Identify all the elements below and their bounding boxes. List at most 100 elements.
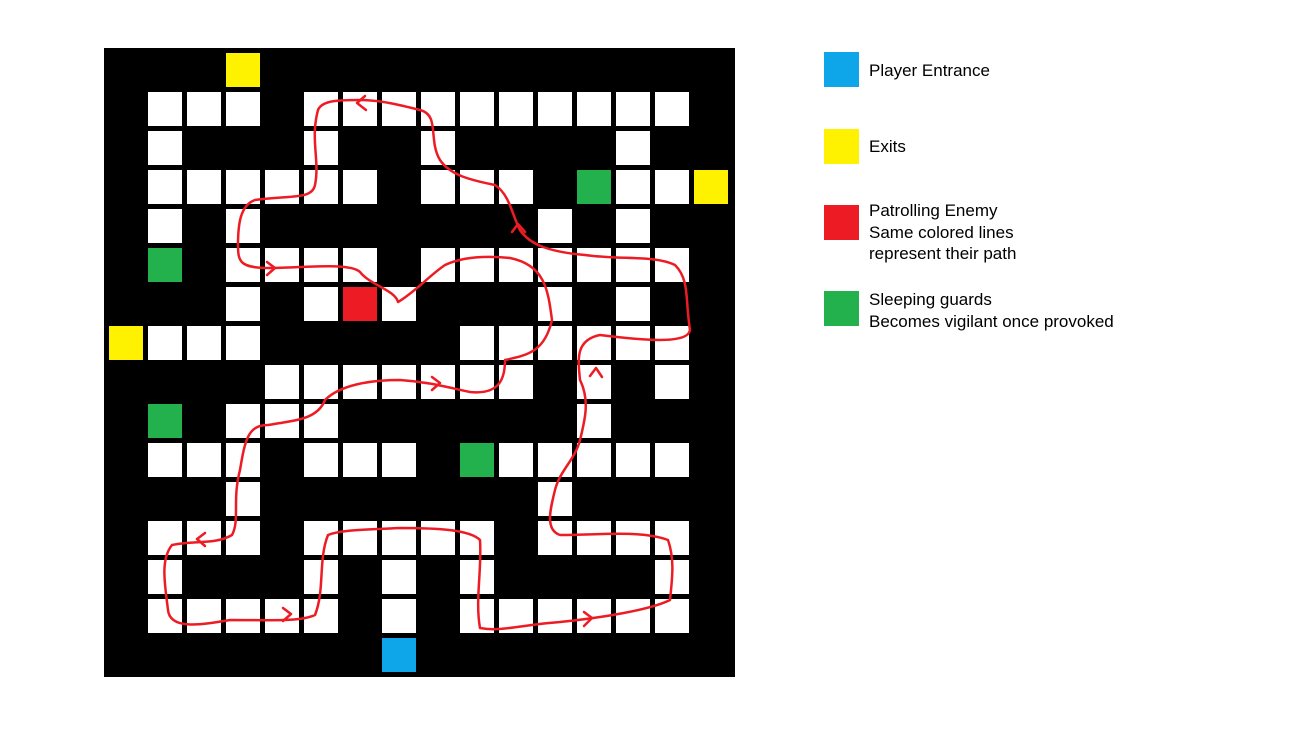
legend-exits-label: Exits [869,137,906,156]
floor-tile [460,326,494,360]
floor-tile [187,326,221,360]
floor-tile [616,326,650,360]
floor-tile [655,92,689,126]
floor-tile [499,170,533,204]
floor-tile [577,248,611,282]
floor-tile [148,599,182,633]
floor-tile [577,92,611,126]
floor-tile [538,599,572,633]
floor-tile [148,521,182,555]
floor-tile [499,92,533,126]
floor-tile [577,326,611,360]
floor-tile [265,365,299,399]
floor-tile [421,170,455,204]
floor-tile [616,599,650,633]
floor-tile [616,209,650,243]
exit-tile [226,53,260,87]
floor-tile [187,92,221,126]
sleeping-guard [148,248,182,282]
floor-tile [655,443,689,477]
floor-tile [148,131,182,165]
floor-tile [382,599,416,633]
legend-entrance-label: Player Entrance [869,61,990,80]
floor-tile [265,170,299,204]
floor-tile [421,365,455,399]
floor-tile [304,131,338,165]
floor-tile [304,404,338,438]
floor-tile [343,92,377,126]
floor-tile [421,131,455,165]
floor-tile [304,599,338,633]
floor-tile [382,92,416,126]
legend-guards-line2: Becomes vigilant once provoked [869,312,1114,331]
floor-tile [304,560,338,594]
entrance-tile [382,638,416,672]
exit-swatch [824,129,859,164]
floor-tile [655,365,689,399]
maze-board [104,48,735,677]
floor-tile [616,443,650,477]
floor-tile [343,170,377,204]
floor-tile [187,521,221,555]
floor-tile [616,287,650,321]
floor-tile [538,287,572,321]
floor-tile [304,521,338,555]
floor-tile [460,170,494,204]
floor-tile [499,365,533,399]
floor-tile [616,248,650,282]
floor-tile [538,92,572,126]
floor-tile [226,443,260,477]
floor-tile [577,443,611,477]
floor-tile [265,599,299,633]
sleeping-guard [148,404,182,438]
floor-tile [577,404,611,438]
floor-tile [499,326,533,360]
floor-tile [187,599,221,633]
floor-tile [187,443,221,477]
legend-enemy-line2: Same colored lines [869,223,1014,242]
floor-tile [343,521,377,555]
floor-tile [148,560,182,594]
legend-guards-label: Sleeping guards [869,290,992,309]
floor-tile [421,248,455,282]
legend-enemy-line3: represent their path [869,244,1017,263]
floor-tile [460,560,494,594]
floor-tile [304,170,338,204]
floor-tile [616,521,650,555]
enemy-swatch [824,205,859,240]
floor-tile [460,599,494,633]
exit-tile [694,170,728,204]
floor-tile [148,326,182,360]
floor-tile [226,326,260,360]
floor-tile [343,443,377,477]
floor-tile [538,443,572,477]
floor-tile [382,560,416,594]
floor-tile [304,287,338,321]
legend: Player Entrance Exits Patrolling Enemy S… [824,52,1244,352]
floor-tile [421,92,455,126]
floor-tile [226,404,260,438]
floor-tile [616,131,650,165]
floor-tile [655,599,689,633]
floor-tile [148,209,182,243]
floor-tile [577,521,611,555]
floor-tile [304,443,338,477]
floor-tile [265,248,299,282]
floor-tile [655,248,689,282]
floor-tile [538,248,572,282]
floor-tile [382,443,416,477]
floor-tile [226,170,260,204]
floor-tile [382,365,416,399]
floor-tile [382,521,416,555]
floor-tile [148,92,182,126]
floor-tile [304,92,338,126]
floor-tile [226,92,260,126]
guard-swatch [824,291,859,326]
floor-tile [226,521,260,555]
floor-tile [148,170,182,204]
floor-tile [226,287,260,321]
floor-tile [499,443,533,477]
floor-tile [382,287,416,321]
floor-tile [460,92,494,126]
floor-tile [577,365,611,399]
